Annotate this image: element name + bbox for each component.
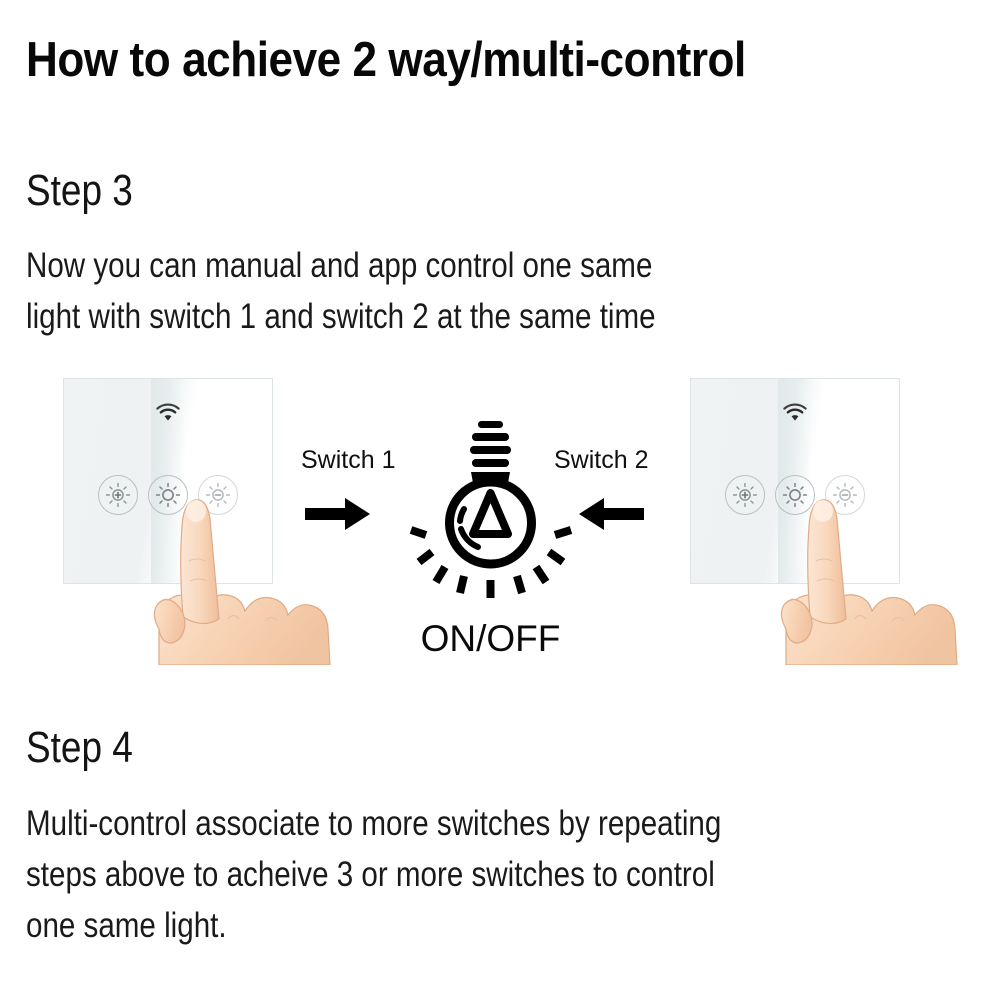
button-brightness-up-right[interactable] bbox=[725, 475, 765, 515]
switch-button-row-left bbox=[64, 475, 272, 515]
step-4-line-1: Multi-control associate to more switches… bbox=[26, 804, 722, 843]
sun-icon bbox=[782, 482, 808, 508]
switch-1-label: Switch 1 bbox=[301, 446, 396, 474]
switch-plate-right[interactable] bbox=[690, 378, 900, 584]
step-4-heading: Step 4 bbox=[26, 723, 133, 772]
button-brightness-up-left[interactable] bbox=[98, 475, 138, 515]
arrow-right-icon bbox=[305, 498, 370, 530]
switch-unit-right bbox=[682, 369, 982, 665]
step-4-body: Multi-control associate to more switches… bbox=[26, 798, 989, 951]
page-title: How to achieve 2 way/multi-control bbox=[26, 33, 746, 87]
step-4-line-3: one same light. bbox=[26, 906, 227, 945]
step-3-heading: Step 3 bbox=[26, 166, 133, 215]
multi-control-diagram: Switch 1 bbox=[0, 355, 1001, 700]
switch-button-row-right bbox=[691, 475, 899, 515]
switch-plate-left[interactable] bbox=[63, 378, 273, 584]
wifi-icon bbox=[783, 403, 807, 421]
step-3-line-2: light with switch 1 and switch 2 at the … bbox=[26, 297, 656, 336]
wifi-icon bbox=[156, 403, 180, 421]
sun-plus-icon bbox=[105, 482, 131, 508]
sun-plus-icon bbox=[732, 482, 758, 508]
step-3-body: Now you can manual and app control one s… bbox=[26, 240, 989, 342]
arrow-left-icon bbox=[579, 498, 644, 530]
button-power-right[interactable] bbox=[775, 475, 815, 515]
bulb-onoff-label: ON/OFF bbox=[420, 618, 561, 659]
button-brightness-down-left[interactable] bbox=[198, 475, 238, 515]
sun-minus-icon bbox=[832, 482, 858, 508]
step-4-line-2: steps above to acheive 3 or more switche… bbox=[26, 855, 715, 894]
step-3-line-1: Now you can manual and app control one s… bbox=[26, 246, 653, 285]
light-bulb-icon bbox=[409, 421, 573, 598]
button-power-left[interactable] bbox=[148, 475, 188, 515]
sun-icon bbox=[155, 482, 181, 508]
button-brightness-down-right[interactable] bbox=[825, 475, 865, 515]
switch-2-label: Switch 2 bbox=[554, 446, 649, 474]
sun-minus-icon bbox=[205, 482, 231, 508]
